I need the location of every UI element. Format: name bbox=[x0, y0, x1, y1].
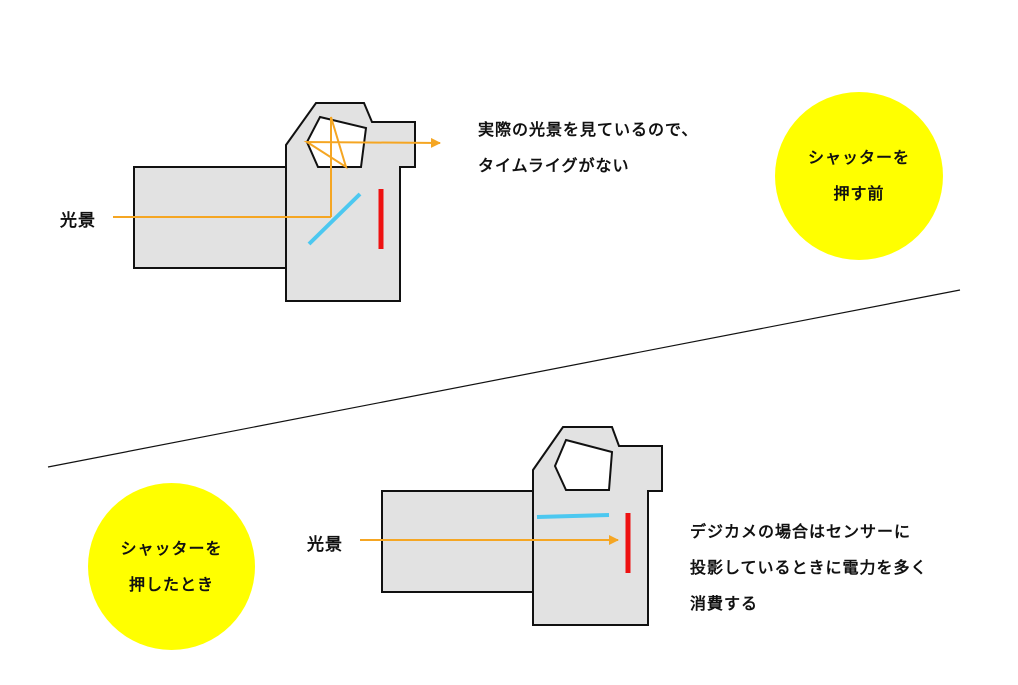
note-line: デジカメの場合はセンサーに bbox=[690, 522, 912, 541]
prism-light-path bbox=[303, 116, 441, 217]
note-line: 消費する bbox=[690, 594, 759, 613]
badge-line: 押す前 bbox=[833, 184, 885, 203]
note-line: 実際の光景を見ているので、 bbox=[478, 120, 699, 139]
badge-line: 押したとき bbox=[128, 574, 214, 594]
note-line: タイムライグがない bbox=[478, 156, 630, 175]
mirror bbox=[307, 192, 362, 246]
light-label: 光景 bbox=[307, 535, 343, 555]
mirror-raised bbox=[536, 513, 610, 519]
note-top: 実際の光景を見ているので、 タイムライグがない bbox=[478, 112, 698, 184]
status-badge-after: シャッターを 押したとき bbox=[88, 483, 255, 650]
badge-line: シャッターを bbox=[807, 148, 910, 167]
note-line: 投影しているときに電力を多く bbox=[690, 558, 928, 577]
badge-line: シャッターを bbox=[120, 538, 223, 558]
status-badge-before: シャッターを 押す前 bbox=[775, 92, 943, 260]
section-divider bbox=[47, 289, 961, 468]
lens-barrel bbox=[381, 490, 534, 593]
camera-after bbox=[360, 426, 663, 626]
camera-before bbox=[113, 102, 441, 302]
note-bottom: デジカメの場合はセンサーに 投影しているときに電力を多く 消費する bbox=[690, 514, 928, 622]
light-label: 光景 bbox=[60, 211, 96, 231]
pentaprism bbox=[553, 438, 614, 491]
